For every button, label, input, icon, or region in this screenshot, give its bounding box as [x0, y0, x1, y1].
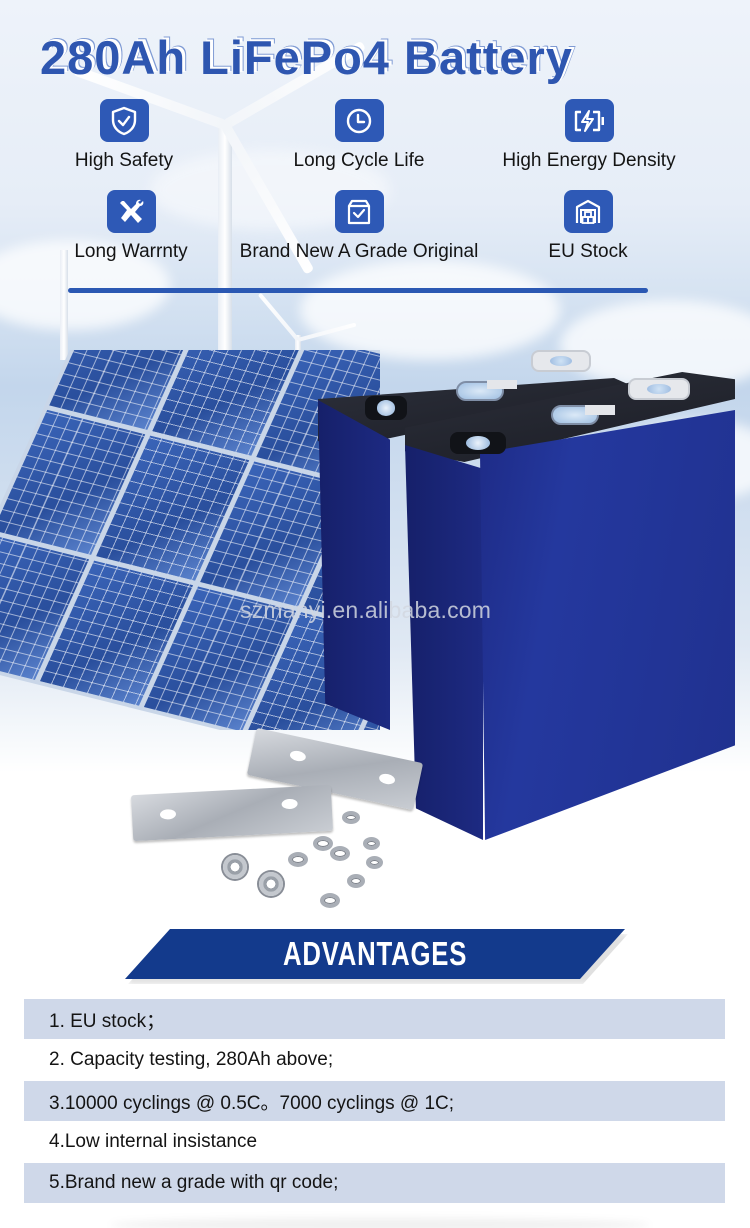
advantage-item: 3.10000 cyclings @ 0.5C。7000 cyclings @ … [24, 1081, 725, 1121]
footer-shadow [110, 1218, 650, 1228]
wind-turbine-blade [257, 292, 300, 342]
feature-label: Long Cycle Life [293, 150, 425, 171]
feature-high-energy-density: High Energy Density [498, 99, 680, 172]
advantage-item: 5.Brand new a grade with qr code; [24, 1163, 725, 1203]
wind-turbine-tower [218, 120, 232, 380]
washer [342, 811, 360, 824]
advantages-title: ADVANTAGES [282, 935, 468, 972]
qr-code-label [487, 380, 517, 389]
feature-label: Long Warrnty [74, 241, 188, 262]
battery-terminal [531, 350, 591, 372]
wind-turbine-tower [60, 250, 68, 360]
page-title: 280Ah LiFePo4 Battery [40, 31, 573, 84]
washer [330, 846, 350, 861]
section-divider [68, 288, 648, 293]
battery-bolt-icon [564, 99, 614, 142]
feature-label: Brand New A Grade Original [239, 241, 479, 262]
washer [366, 856, 383, 869]
advantages-banner: ADVANTAGES [125, 929, 625, 979]
feature-label: High Energy Density [502, 150, 676, 171]
watermark-text: szmanyi.en.alibaba.com [240, 597, 492, 623]
warehouse-icon [563, 190, 613, 233]
feature-long-cycle-life: Long Cycle Life [283, 99, 435, 172]
washer [363, 837, 380, 850]
flange-nut [223, 855, 247, 879]
feature-eu-stock: EU Stock [512, 190, 664, 263]
cloud [300, 260, 560, 360]
advantage-item: 4.Low internal insistance [24, 1122, 725, 1162]
box-check-icon [334, 190, 384, 233]
washer [288, 852, 308, 867]
washer [347, 874, 365, 888]
battery-terminal [628, 378, 690, 400]
advantage-item: 2. Capacity testing, 280Ah above; [24, 1040, 725, 1080]
washer [313, 836, 333, 851]
busbar-plate [130, 784, 334, 842]
cloud [0, 240, 170, 330]
washer [320, 893, 340, 908]
feature-label: EU Stock [548, 241, 628, 262]
feature-brand-new-a-grade: Brand New A Grade Original [228, 190, 490, 263]
battery-terminal [365, 396, 407, 420]
qr-code-label [585, 405, 615, 415]
battery-terminal [450, 432, 506, 454]
cloud [560, 300, 750, 390]
hero-section: szmanyi.en.alibaba.com [0, 0, 750, 920]
feature-label: High Safety [74, 150, 174, 171]
feature-high-safety: High Safety [48, 99, 200, 172]
flange-nut [259, 872, 283, 896]
tools-icon [106, 190, 156, 233]
advantage-item: 1. EU stock； [24, 999, 725, 1039]
shield-check-icon [99, 99, 149, 142]
clock-icon [334, 99, 384, 142]
advantages-list: 1. EU stock； 2. Capacity testing, 280Ah … [24, 999, 725, 1203]
feature-long-warranty: Long Warrnty [55, 190, 207, 263]
